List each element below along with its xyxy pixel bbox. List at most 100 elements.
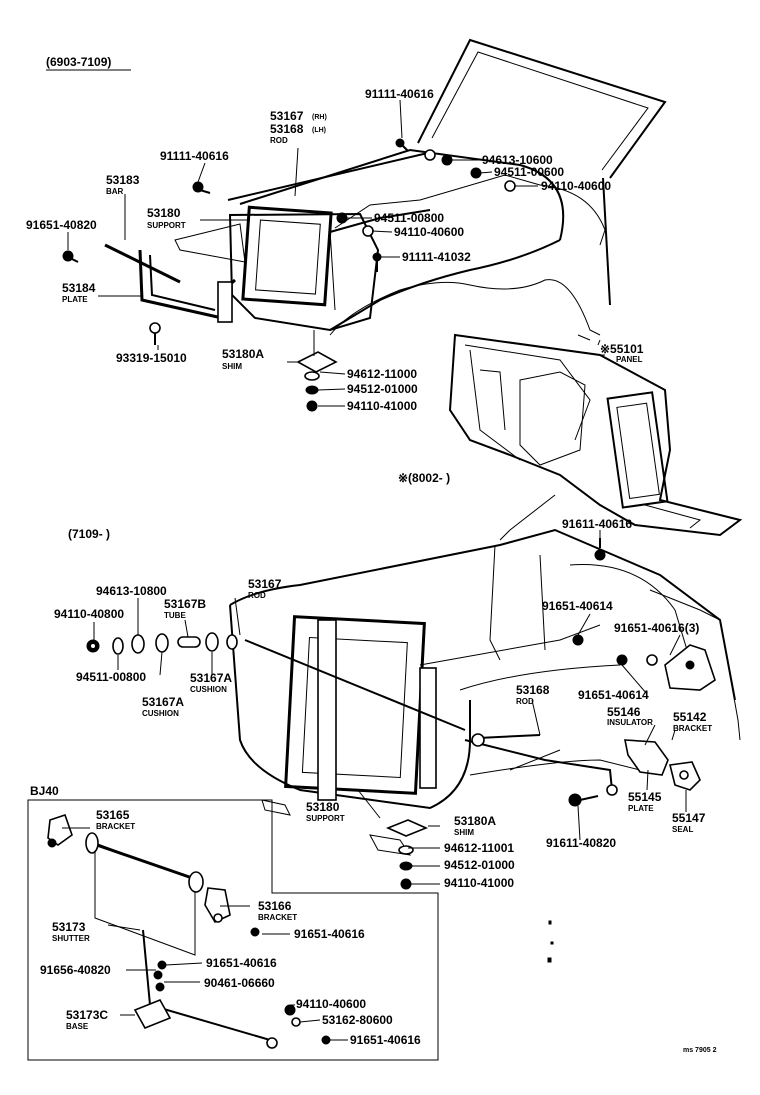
bolt-icon (568, 793, 599, 807)
washer-icon (606, 784, 618, 796)
leader-lines (62, 99, 687, 1041)
part-number: 94110-40600 (541, 179, 611, 193)
part-number: 93319-15010 (116, 351, 187, 365)
part-name: SHUTTER (52, 934, 90, 943)
bolt-icon (149, 322, 161, 345)
part-number: 53173C (66, 1008, 108, 1022)
washer-icon (398, 845, 414, 855)
bj40-frame (27, 799, 439, 1061)
part-number: 94110-41000 (347, 399, 417, 413)
bolt-icon (572, 634, 584, 646)
part-number: 90461-06660 (204, 976, 275, 990)
nut-icon (470, 167, 482, 179)
bracket-55142-drawing (664, 644, 716, 691)
bolt-icon (250, 927, 260, 937)
shim-icon (385, 819, 429, 837)
part-number: 94612-11000 (347, 367, 417, 381)
bolt-icon (395, 138, 409, 152)
washer-icon (226, 634, 238, 650)
part-number: 53167A (190, 671, 232, 685)
bolt-icon (157, 960, 167, 970)
part-number: 53184 (62, 281, 96, 295)
section-mid-label: (7109- ) (68, 527, 110, 541)
part-name: PLATE (62, 295, 88, 304)
grommet-icon (155, 633, 169, 653)
seal-drawing (669, 761, 701, 791)
section-bj40-label: BJ40 (30, 784, 59, 798)
part-number: 55142 (673, 710, 707, 724)
part-number: 94110-40600 (394, 225, 464, 239)
bolt-icon (616, 654, 628, 666)
section-mid (86, 494, 741, 890)
body-drawing (229, 494, 741, 856)
part-number: 91656-40820 (40, 963, 111, 977)
part-number: 91651-40614 (542, 599, 613, 613)
panel-drawing (448, 333, 743, 537)
bolt-icon (646, 654, 658, 666)
rod-top-drawing (227, 151, 433, 201)
part-name: INSULATOR (607, 718, 653, 727)
bj40-section (27, 799, 439, 1061)
part-number: 53183 (106, 173, 140, 187)
rod-mid-drawing (244, 639, 466, 731)
bolt-icon (321, 1035, 331, 1045)
part-note: (RH) (312, 114, 327, 121)
washer-icon (112, 637, 124, 655)
washer-icon (504, 180, 516, 192)
part-name: TUBE (164, 611, 186, 620)
washer-icon (291, 1017, 301, 1027)
rod-top-drawing-2 (329, 209, 431, 233)
bolt-icon (153, 970, 163, 980)
part-number: 94511-00800 (374, 211, 444, 225)
shutter-drawing (85, 832, 278, 1049)
part-number: 53173 (52, 920, 86, 934)
part-name: PANEL (616, 355, 643, 364)
section-panel-label: ※(8002- ) (398, 471, 450, 485)
part-number: 91651-40820 (26, 218, 97, 232)
part-number: 53168 (270, 122, 304, 136)
part-name: BRACKET (96, 822, 135, 831)
nut-icon (306, 400, 318, 412)
part-number: 55145 (628, 790, 662, 804)
bracket-53166-drawing (204, 887, 231, 924)
part-number: 91111-40616 (365, 87, 434, 101)
bolt-icon (372, 252, 382, 272)
part-name: CUSHION (190, 685, 227, 694)
part-name: SHIM (454, 828, 474, 837)
part-name: SEAL (672, 825, 693, 834)
grommet-icon (205, 632, 219, 652)
part-number: 91651-40616(3) (614, 621, 699, 635)
bolt-icon (594, 538, 606, 561)
part-name: BRACKET (258, 913, 297, 922)
part-number: 53166 (258, 899, 292, 913)
part-name: BASE (66, 1022, 89, 1031)
part-number: 53168 (516, 683, 550, 697)
part-name: PLATE (628, 804, 654, 813)
part-name: SUPPORT (306, 814, 345, 823)
part-number: 55147 (672, 811, 706, 825)
part-number: 91611-40616 (562, 517, 632, 531)
bracket-53165-drawing (47, 813, 73, 848)
part-number: 91111-41032 (402, 250, 471, 264)
labels: (6903-7109) (7109- ) ※(8002- ) BJ40 9111… (26, 55, 717, 1054)
part-number: 94511-00800 (76, 670, 146, 684)
nut-icon (336, 212, 348, 224)
part-number: 94613-10800 (96, 584, 167, 598)
cab-drawing (174, 38, 667, 336)
part-number: 94613-10600 (482, 153, 553, 167)
washer-icon (131, 634, 145, 654)
part-number: 53180A (222, 347, 264, 361)
part-name: ROD (248, 591, 266, 600)
part-number: 55146 (607, 705, 641, 719)
bolt-icon (192, 181, 211, 194)
tube-icon (177, 636, 201, 648)
part-number: 53167A (142, 695, 184, 709)
part-number: 94511-00600 (494, 165, 564, 179)
part-number: 53167 (248, 577, 282, 591)
bolt-icon (62, 250, 79, 263)
part-number: 94110-41000 (444, 876, 514, 890)
scan-marks (547, 920, 554, 963)
nut-icon (86, 639, 100, 653)
section-top-label: (6903-7109) (46, 55, 111, 69)
